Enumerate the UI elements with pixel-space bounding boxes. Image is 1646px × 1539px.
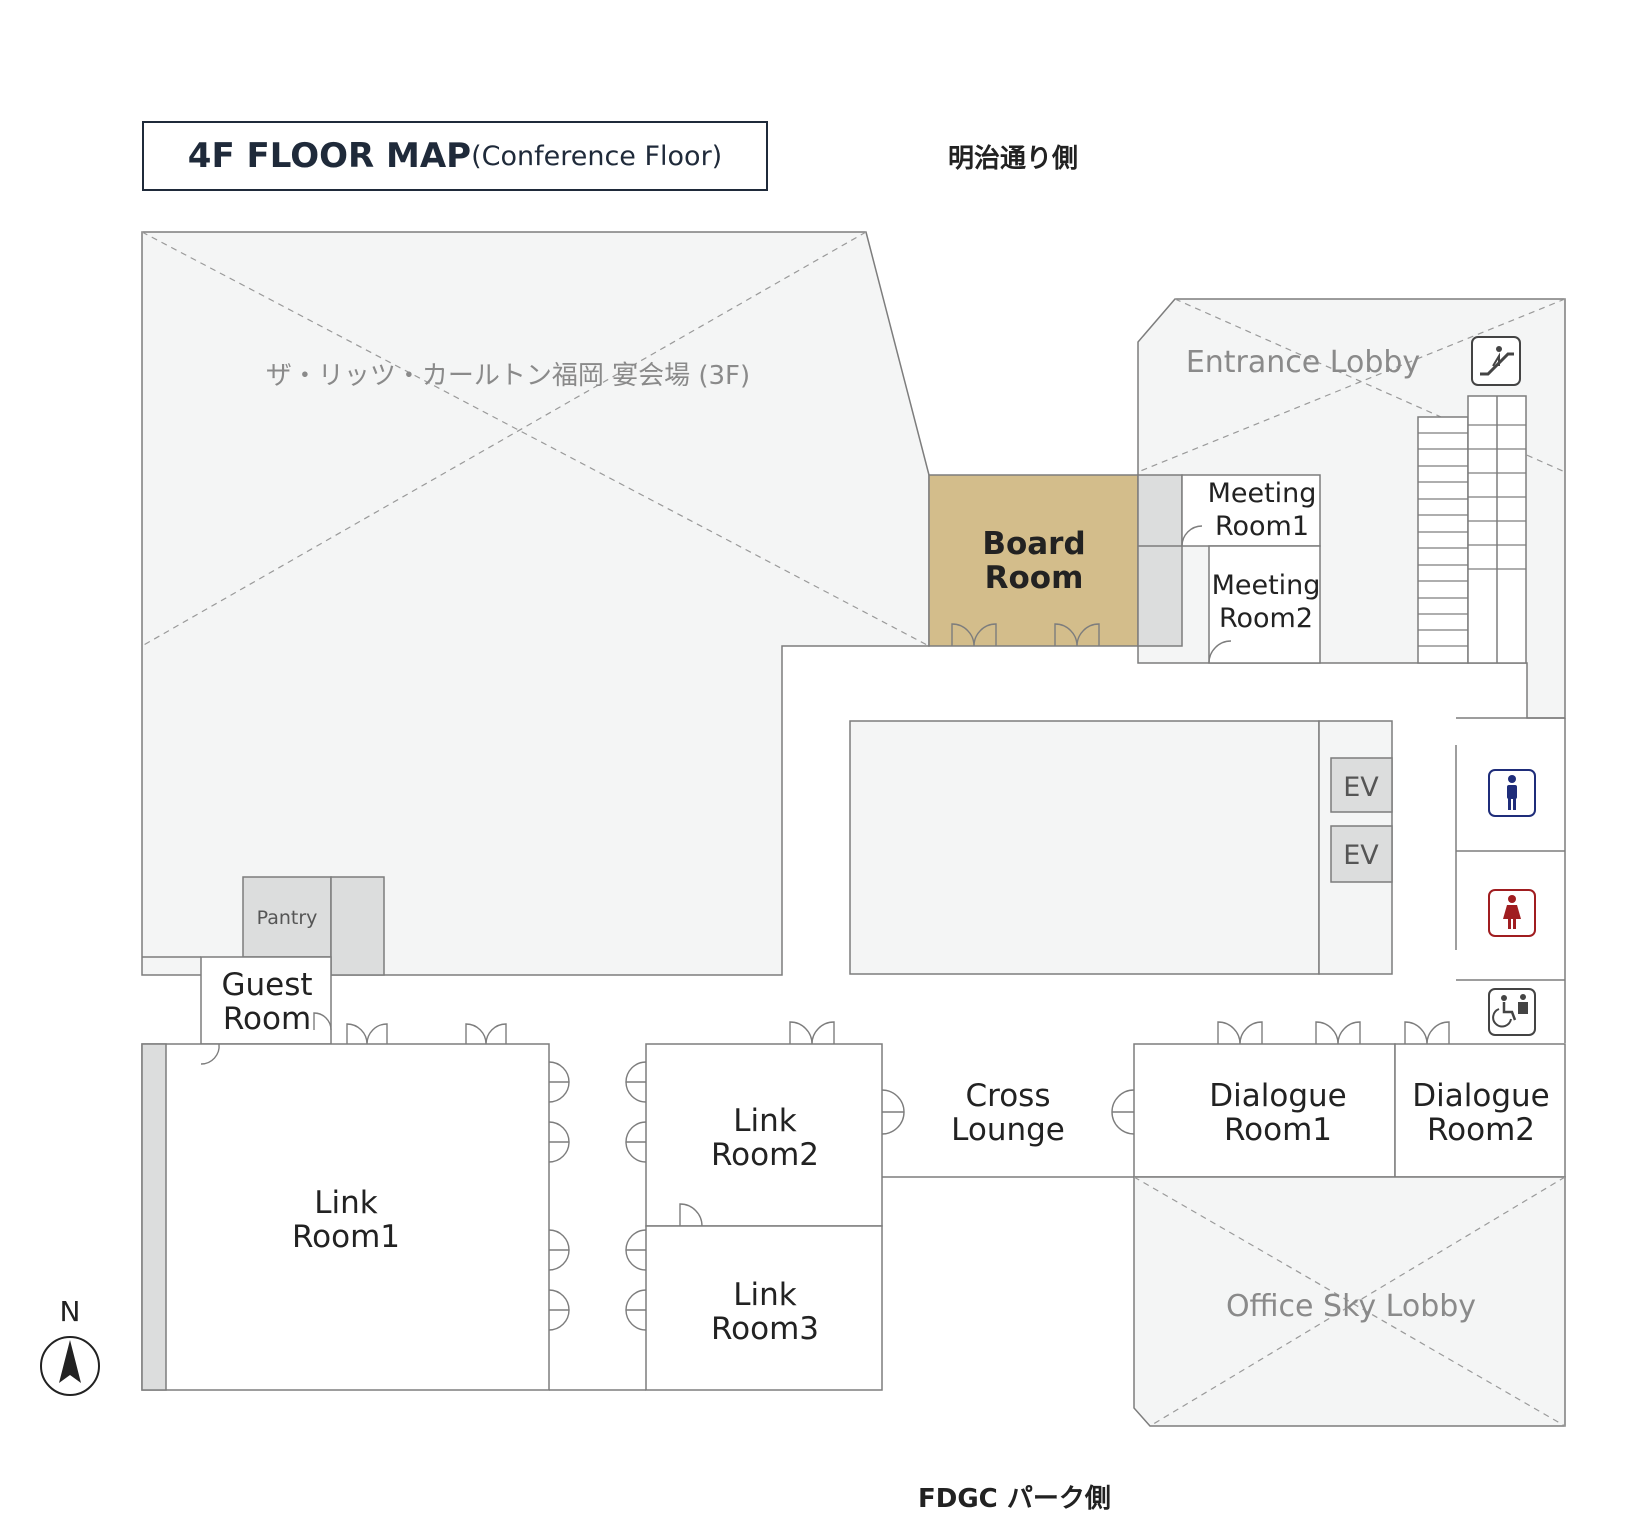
link-room2-label-2: Room2 <box>711 1137 819 1173</box>
stairs <box>1417 416 1469 664</box>
meeting-room1-label-1: Meeting <box>1208 478 1317 509</box>
board-room-label-2: Room <box>985 560 1084 596</box>
link-room1-label-1: Link <box>314 1185 378 1221</box>
pantry-storage <box>330 876 385 976</box>
escalator-icon <box>1471 336 1521 386</box>
elevator-2-label: EV <box>1343 840 1379 871</box>
board-room-label-1: Board <box>982 526 1085 562</box>
meeting-room1[interactable] <box>1181 474 1321 547</box>
doors <box>200 525 1450 1331</box>
service-strip <box>1137 474 1183 647</box>
elevator-1 <box>1330 757 1393 813</box>
floor-title: 4F FLOOR MAP(Conference Floor) <box>142 121 768 191</box>
banquet-void <box>141 231 930 976</box>
dialogue-room2-label-2: Room2 <box>1427 1112 1535 1148</box>
meeting-room2-label-2: Room2 <box>1219 603 1313 634</box>
pantry-label: Pantry <box>257 907 318 929</box>
dialogue-room1[interactable] <box>1133 1043 1396 1178</box>
guest-room-label-2: Room <box>223 1001 311 1037</box>
link-room3[interactable] <box>645 1225 883 1391</box>
banquet-label: ザ・リッツ・カールトン福岡 宴会場 (3F) <box>266 361 750 391</box>
north-arrow-icon <box>40 1336 100 1396</box>
link-room2[interactable] <box>645 1043 883 1227</box>
cross-lounge-label-1: Cross <box>966 1078 1051 1114</box>
compass-north-label: N <box>60 1295 81 1328</box>
meeting-room2-label-1: Meeting <box>1212 570 1321 601</box>
link-room1-label-2: Room1 <box>292 1219 400 1255</box>
dialogue-room2[interactable] <box>1394 1043 1566 1178</box>
dialogue-room1-label-2: Room1 <box>1224 1112 1332 1148</box>
mens-restroom-icon <box>1488 769 1536 817</box>
accessible-restroom-icon <box>1488 988 1536 1036</box>
link-room2-label-1: Link <box>733 1103 797 1139</box>
link-room3-label-2: Room3 <box>711 1311 819 1347</box>
guest-room[interactable] <box>200 956 332 1045</box>
link-room1-wall-strip <box>141 1043 167 1391</box>
entrance-lobby-label: Entrance Lobby <box>1186 345 1420 380</box>
office-sky-lobby-label: Office Sky Lobby <box>1226 1289 1476 1324</box>
central-core <box>849 720 1320 975</box>
guest-room-label-1: Guest <box>221 967 312 1003</box>
cross-lounge-label-2: Lounge <box>951 1112 1065 1148</box>
south-side-label: FDGC パーク側 <box>918 1484 1111 1514</box>
womens-restroom-icon <box>1488 889 1536 937</box>
floor-title-sub: (Conference Floor) <box>471 140 723 172</box>
meeting-room2[interactable] <box>1208 545 1321 664</box>
elevator-1-label: EV <box>1343 772 1379 803</box>
elevator-2 <box>1330 825 1393 883</box>
north-side-label: 明治通り側 <box>948 144 1079 174</box>
link-room1[interactable] <box>141 1043 550 1391</box>
floor-title-main: 4F FLOOR MAP <box>187 136 472 176</box>
dialogue-room2-label-1: Dialogue <box>1412 1078 1549 1114</box>
meeting-room1-label-2: Room1 <box>1215 511 1309 542</box>
dialogue-room1-label-1: Dialogue <box>1209 1078 1346 1114</box>
link-room3-label-1: Link <box>733 1277 797 1313</box>
